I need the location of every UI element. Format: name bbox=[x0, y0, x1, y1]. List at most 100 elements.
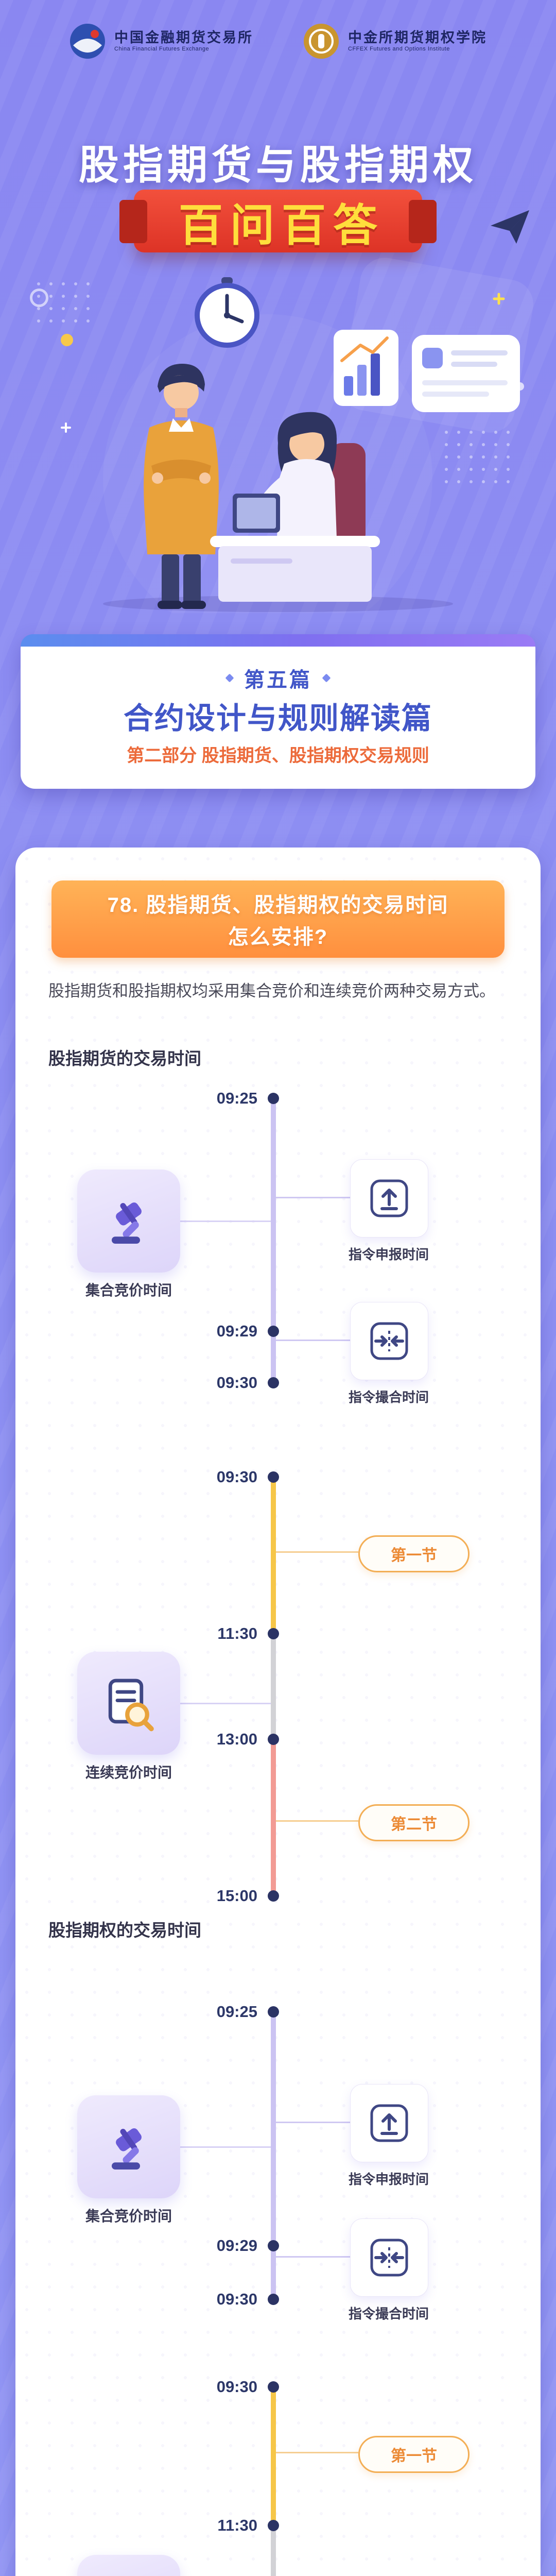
desk bbox=[210, 494, 380, 602]
connector-line bbox=[276, 1820, 358, 1822]
series-part-row: 第五篇 bbox=[21, 663, 535, 693]
session2-label: 第二节 bbox=[391, 1816, 437, 1833]
clock-icon bbox=[195, 277, 259, 348]
series-subtitle: 第二部分 股指期货、股指期权交易规则 bbox=[127, 746, 429, 766]
series-card: 第五篇 合约设计与规则解读篇 第二部分 股指期货、股指期权交易规则 bbox=[21, 634, 535, 789]
order-submit-icon bbox=[370, 1179, 408, 1217]
hero-illustration bbox=[36, 258, 533, 613]
connector-line bbox=[180, 1221, 271, 1222]
order-submit-label: 指令申报时间 bbox=[348, 1247, 429, 1262]
timeline-dot bbox=[268, 2520, 279, 2531]
timeline-dot bbox=[268, 1734, 279, 1745]
segment-session1 bbox=[271, 2387, 276, 2526]
call-auction-card bbox=[77, 2095, 180, 2198]
order-match-card bbox=[350, 2218, 428, 2297]
timeline-dot bbox=[268, 1471, 279, 1483]
segment-break bbox=[271, 1634, 276, 1739]
order-submit-card bbox=[350, 2084, 428, 2162]
connector-line bbox=[276, 1340, 350, 1341]
time-label: 09:29 bbox=[216, 2236, 257, 2255]
connector-line bbox=[276, 2256, 350, 2258]
order-match-icon bbox=[370, 1322, 408, 1360]
order-match-label: 指令撮合时间 bbox=[348, 2306, 429, 2321]
session1-box: 第一节 bbox=[358, 2436, 470, 2473]
order-match-label: 指令撮合时间 bbox=[348, 1389, 429, 1405]
timeline-dot bbox=[268, 1326, 279, 1337]
message-card-decor bbox=[412, 335, 520, 412]
segment-break bbox=[271, 2526, 276, 2576]
time-label: 09:25 bbox=[216, 2003, 257, 2021]
time-label: 09:25 bbox=[216, 1089, 257, 1107]
question-line-2: 怎么安排? bbox=[228, 926, 328, 948]
order-submit-icon bbox=[370, 2104, 408, 2142]
cffex-name-en: China Financial Futures Exchange bbox=[114, 46, 210, 53]
call-auction-card bbox=[77, 1170, 180, 1273]
diamond-decor bbox=[225, 673, 234, 683]
time-label: 09:30 bbox=[216, 2290, 257, 2308]
cffex-logo-text: 中国金融期货交易所 China Financial Futures Exchan… bbox=[114, 30, 253, 53]
continuous-auction-label: 连续竞价时间 bbox=[85, 1765, 172, 1781]
document-magnifier-icon bbox=[108, 1679, 154, 1732]
connector-line bbox=[276, 1197, 350, 1198]
timeline-dot bbox=[268, 2294, 279, 2305]
time-label: 09:29 bbox=[216, 1322, 257, 1340]
badge-ribbon: 百问百答 bbox=[119, 190, 437, 252]
man-figure bbox=[144, 364, 219, 609]
timeline-dot bbox=[268, 1890, 279, 1902]
continuous-auction-card bbox=[77, 2555, 180, 2576]
chart-card-decor bbox=[334, 330, 398, 406]
time-label: 11:30 bbox=[217, 1624, 257, 1642]
diamond-decor bbox=[322, 673, 331, 683]
timeline-dot bbox=[268, 1093, 279, 1104]
connector-line bbox=[180, 2146, 271, 2148]
options-heading: 股指期权的交易时间 bbox=[48, 1921, 201, 1940]
order-match-icon bbox=[370, 2239, 408, 2277]
institute-name-cn: 中金所期货期权学院 bbox=[348, 30, 487, 46]
order-submit-label: 指令申报时间 bbox=[348, 2172, 429, 2187]
answer-text: 股指期货和股指期权均采用集合竞价和连续竞价两种交易方式。 bbox=[48, 982, 495, 1000]
gavel-icon bbox=[112, 1202, 142, 1244]
segment-call-auction bbox=[271, 2012, 276, 2299]
continuous-auction-card bbox=[77, 1652, 180, 1755]
timeline-dot bbox=[268, 2381, 279, 2393]
time-label: 11:30 bbox=[217, 2516, 257, 2534]
badge-text: 百问百答 bbox=[179, 200, 385, 250]
session1-label: 第一节 bbox=[391, 1547, 437, 1564]
connector-line bbox=[276, 2452, 358, 2453]
question-banner: 78. 股指期货、股指期权的交易时间 怎么安排? bbox=[51, 880, 505, 958]
logo-institute: 中金所期货期权学院 CFFEX Futures and Options Inst… bbox=[303, 23, 487, 60]
series-topbar-decor bbox=[21, 634, 535, 647]
logo-cffex: 中国金融期货交易所 China Financial Futures Exchan… bbox=[69, 23, 253, 60]
session1-label: 第一节 bbox=[391, 2448, 437, 2465]
call-auction-label: 集合竞价时间 bbox=[85, 1282, 172, 1298]
timeline-dot bbox=[268, 2006, 279, 2018]
paper-plane-icon bbox=[488, 205, 534, 254]
institute-logo-icon bbox=[304, 24, 339, 59]
timeline-dot bbox=[268, 2240, 279, 2251]
segment-call-auction bbox=[271, 1098, 276, 1383]
futures-heading: 股指期货的交易时间 bbox=[48, 1049, 201, 1068]
cffex-name-cn: 中国金融期货交易所 bbox=[114, 30, 253, 46]
woman-figure bbox=[253, 412, 376, 546]
series-title: 合约设计与规则解读篇 bbox=[123, 702, 432, 735]
gavel-icon bbox=[112, 2128, 142, 2170]
institute-name-en: CFFEX Futures and Options Institute bbox=[348, 46, 450, 53]
connector-line bbox=[276, 1551, 358, 1553]
cffex-logo-icon bbox=[70, 24, 105, 59]
time-label: 09:30 bbox=[216, 1468, 257, 1486]
institute-logo-text: 中金所期货期权学院 CFFEX Futures and Options Inst… bbox=[348, 30, 487, 53]
session2-box: 第二节 bbox=[358, 1804, 470, 1841]
question-line-1: 78. 股指期货、股指期权的交易时间 bbox=[107, 894, 449, 917]
time-label: 13:00 bbox=[216, 1730, 257, 1748]
order-match-card bbox=[350, 1302, 428, 1380]
series-part-label: 第五篇 bbox=[244, 669, 312, 691]
connector-line bbox=[276, 2122, 350, 2123]
session1-box: 第一节 bbox=[358, 1535, 470, 1572]
segment-session1 bbox=[271, 1477, 276, 1634]
time-label: 09:30 bbox=[216, 2378, 257, 2396]
time-label: 15:00 bbox=[216, 1887, 257, 1905]
order-submit-card bbox=[350, 1159, 428, 1238]
segment-session2 bbox=[271, 1739, 276, 1896]
time-label: 09:30 bbox=[216, 1374, 257, 1392]
